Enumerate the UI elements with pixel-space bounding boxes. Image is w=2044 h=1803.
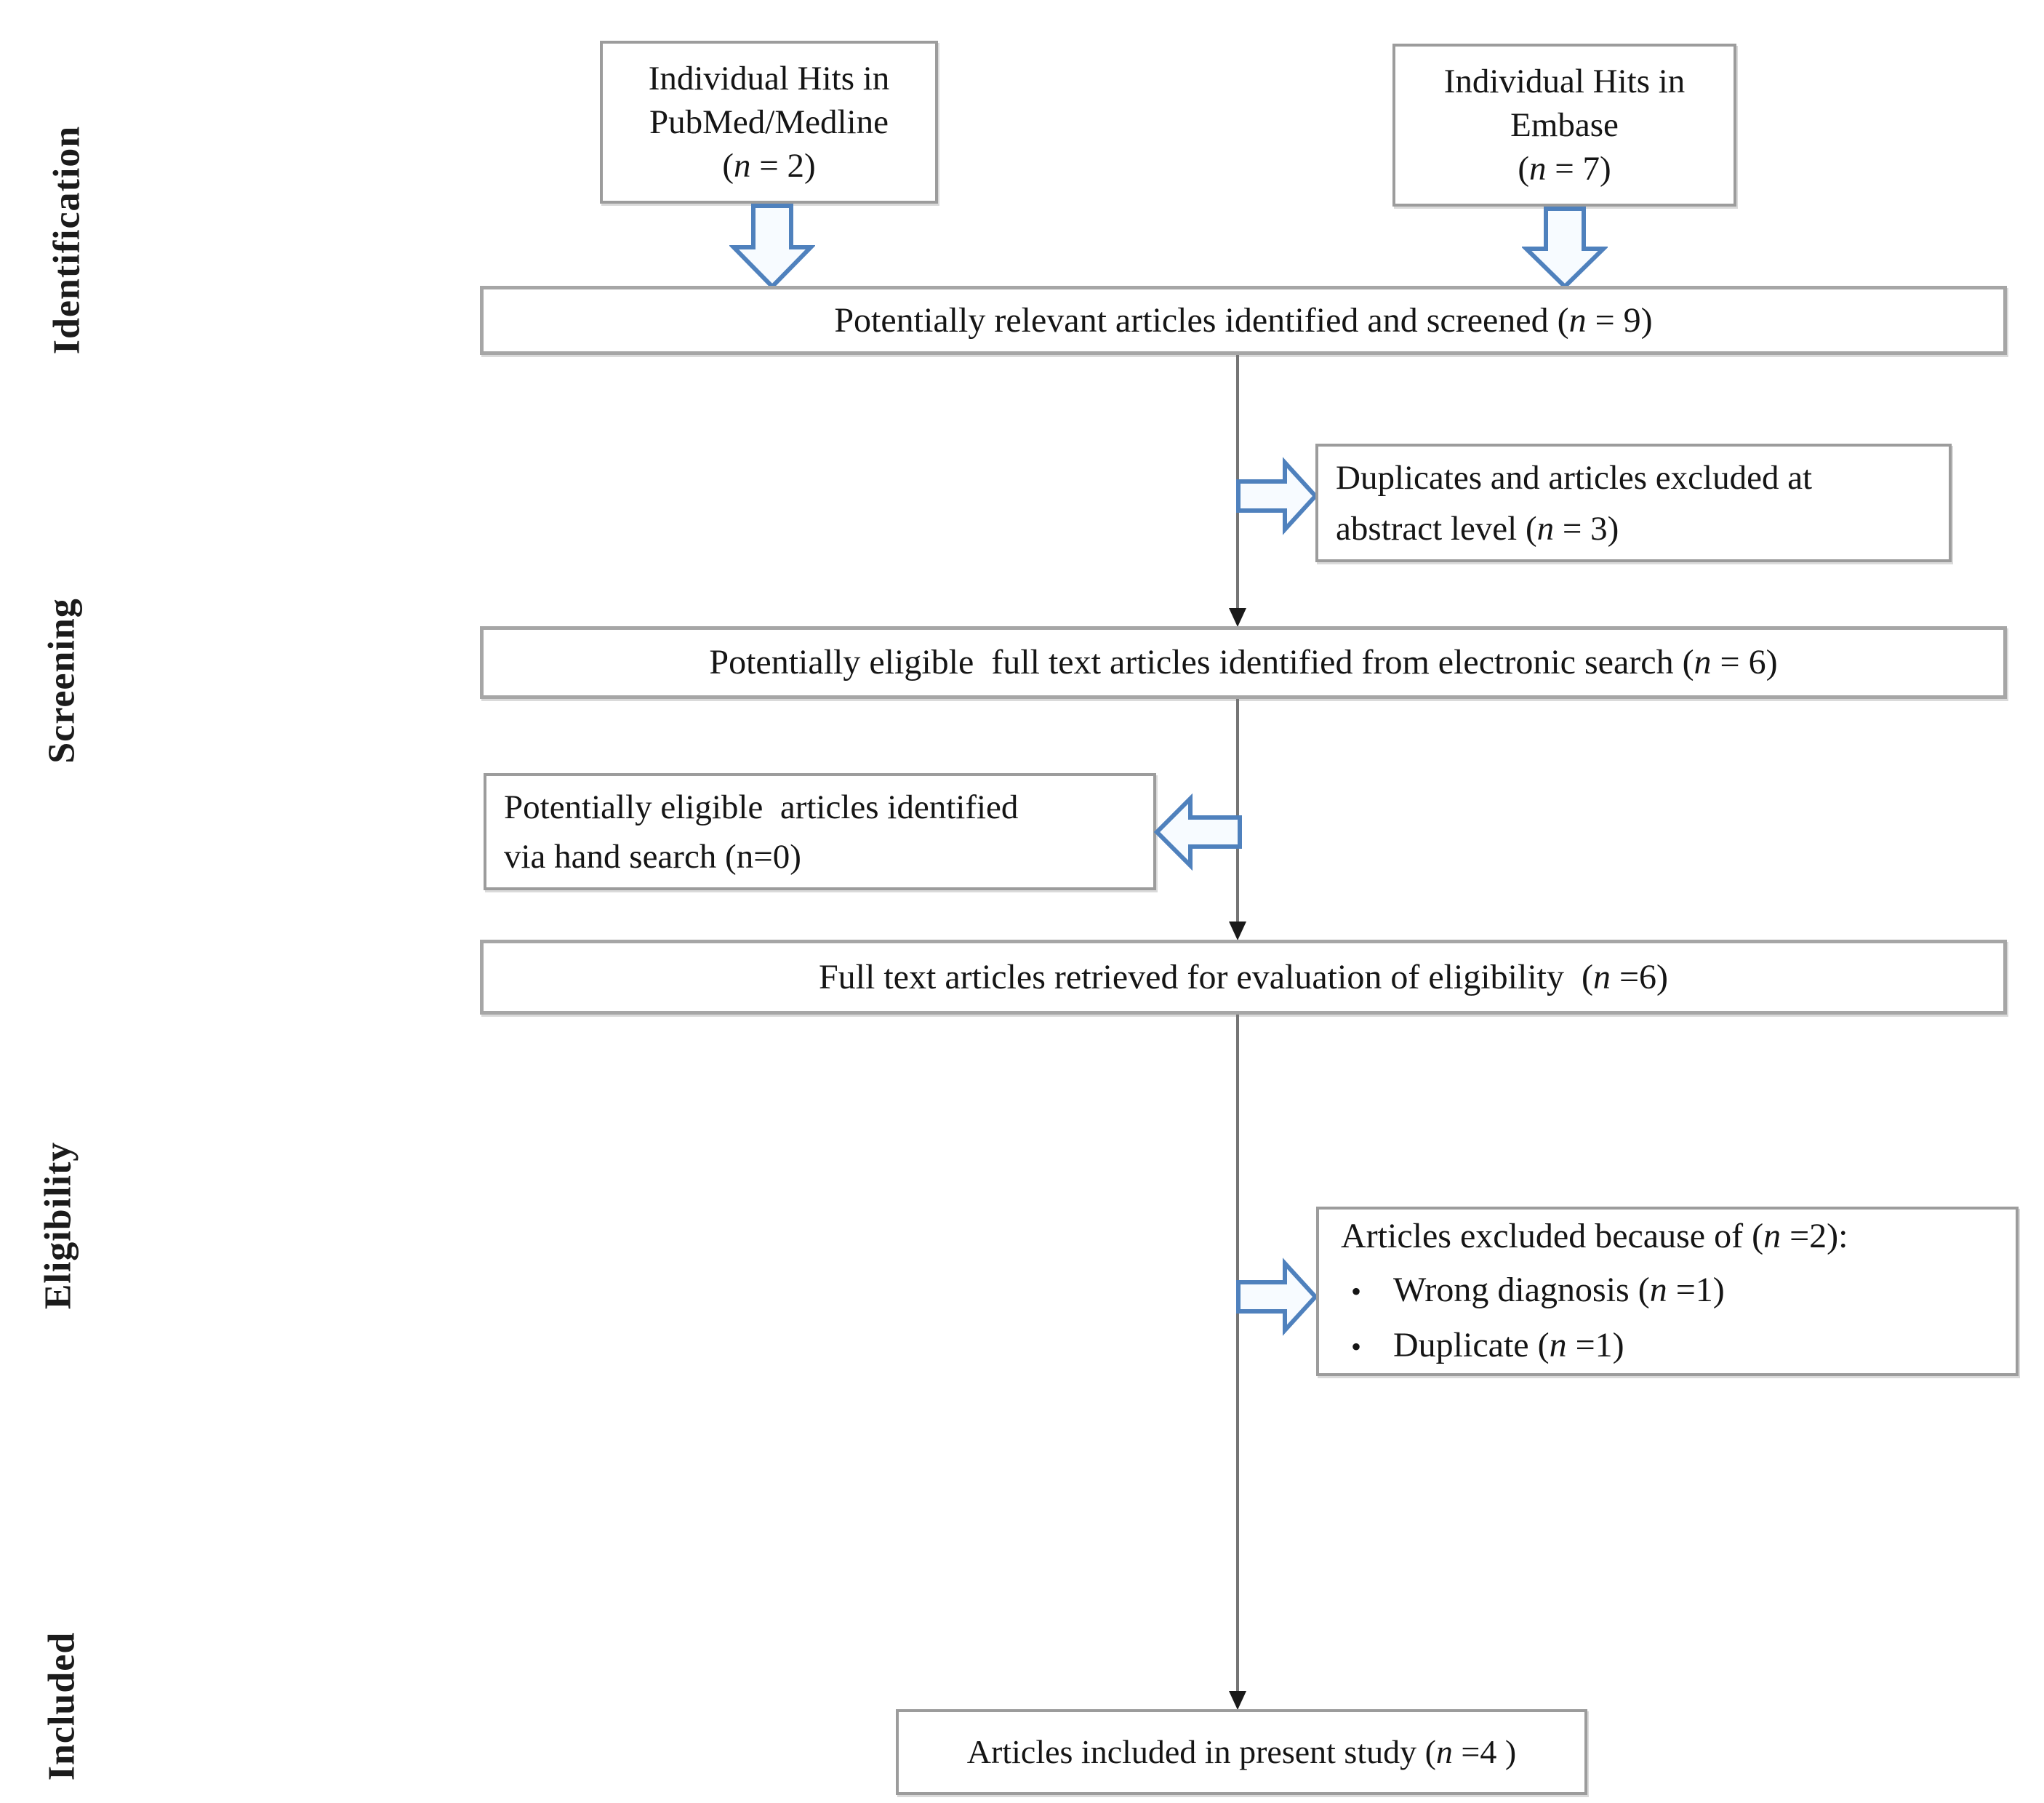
arrowhead-to-fulltext	[1229, 922, 1246, 940]
excluded-title: Articles excluded because of (n =2):	[1341, 1216, 1848, 1255]
stage-label-eligibility: Eligibility	[37, 1141, 79, 1310]
excluded-bullet-row: • Wrong diagnosis (n =1)	[1341, 1263, 2016, 1319]
block-arrow-left-handsearch-icon	[1152, 791, 1242, 873]
bullet-dot-icon: •	[1351, 1274, 1362, 1308]
stage-label-screening: Screening	[41, 598, 83, 764]
arrowhead-to-electronic	[1229, 608, 1246, 627]
stage-label-included: Included	[41, 1631, 83, 1781]
box-fulltext-retrieved-text: Full text articles retrieved for evaluat…	[818, 957, 1669, 996]
excluded-bullet-row: • Duplicate (n =1)	[1341, 1319, 2016, 1374]
arrowhead-to-included	[1229, 1691, 1246, 1710]
box-fulltext-retrieved: Full text articles retrieved for evaluat…	[480, 940, 2007, 1015]
box-hand-search: Potentially eligible articles identified…	[484, 773, 1156, 890]
connector-line-electronic-to-fulltext	[1236, 699, 1239, 922]
box-articles-screened: Potentially relevant articles identified…	[480, 286, 2007, 355]
block-arrow-right-duplicates-icon	[1236, 457, 1318, 535]
stage-label-identification: Identification	[46, 125, 88, 355]
block-arrow-right-excluded-icon	[1236, 1258, 1318, 1336]
bullet-dot-icon: •	[1351, 1330, 1362, 1363]
connector-line-fulltext-to-included	[1236, 1015, 1239, 1691]
box-articles-excluded: Articles excluded because of (n =2): • W…	[1316, 1207, 2019, 1376]
box-articles-included: Articles included in present study (n =4…	[896, 1709, 1587, 1795]
excluded-bullet-1-text: Wrong diagnosis (n =1)	[1393, 1270, 1725, 1309]
box-electronic-search: Potentially eligible full text articles …	[480, 626, 2007, 699]
box-articles-screened-text: Potentially relevant articles identified…	[834, 300, 1653, 340]
box-hand-search-text: Potentially eligible articles identified…	[504, 788, 1019, 876]
box-articles-included-text: Articles included in present study (n =4…	[966, 1733, 1517, 1770]
excluded-bullet-2-text: Duplicate (n =1)	[1393, 1325, 1624, 1364]
box-electronic-search-text: Potentially eligible full text articles …	[709, 643, 1778, 681]
block-arrow-down-pubmed-icon	[729, 204, 815, 289]
block-arrow-down-embase-icon	[1522, 207, 1608, 289]
